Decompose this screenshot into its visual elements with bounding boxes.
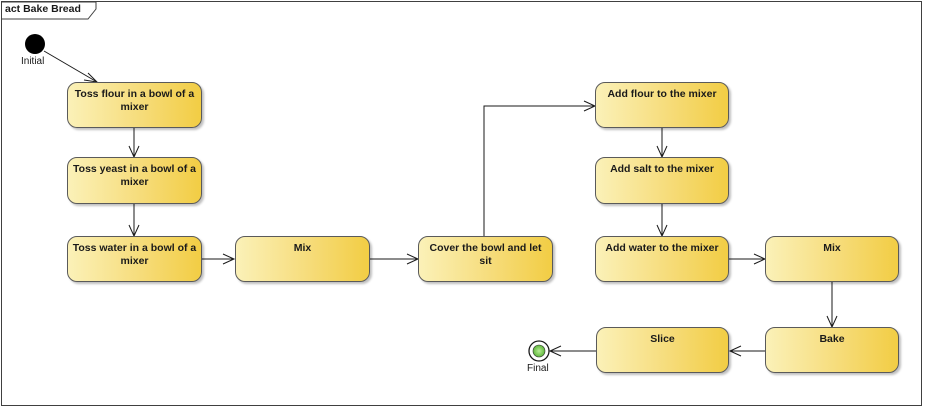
final-label: Final <box>527 363 549 374</box>
action-add-flour[interactable]: Add flour to the mixer <box>595 82 729 128</box>
action-bake[interactable]: Bake <box>765 327 899 373</box>
arrowhead <box>222 253 236 265</box>
initial-node[interactable] <box>25 34 45 54</box>
frame-title-tab <box>2 1 97 20</box>
action-toss-water[interactable]: Toss water in a bowl of a mixer <box>67 236 202 282</box>
initial-label: Initial <box>21 56 45 67</box>
action-mix-2[interactable]: Mix <box>765 236 899 282</box>
action-add-salt[interactable]: Add salt to the mixer <box>595 157 729 204</box>
action-toss-yeast[interactable]: Toss yeast in a bowl of a mixer <box>67 157 202 204</box>
action-toss-flour[interactable]: Toss flour in a bowl of a mixer <box>67 82 202 128</box>
final-node-inner <box>532 344 546 358</box>
edge-cover-to-add-flour <box>483 105 595 236</box>
arrowhead <box>548 345 562 357</box>
action-slice[interactable]: Slice <box>596 327 729 373</box>
edge-initial-to-toss-flour <box>43 50 98 83</box>
action-cover-bowl[interactable]: Cover the bowl and let sit <box>418 236 553 282</box>
action-add-water[interactable]: Add water to the mixer <box>595 236 729 282</box>
action-mix-1[interactable]: Mix <box>235 236 370 282</box>
frame-title: act Bake Bread <box>5 3 81 15</box>
arrowhead <box>728 345 742 357</box>
arrowhead <box>83 72 99 83</box>
